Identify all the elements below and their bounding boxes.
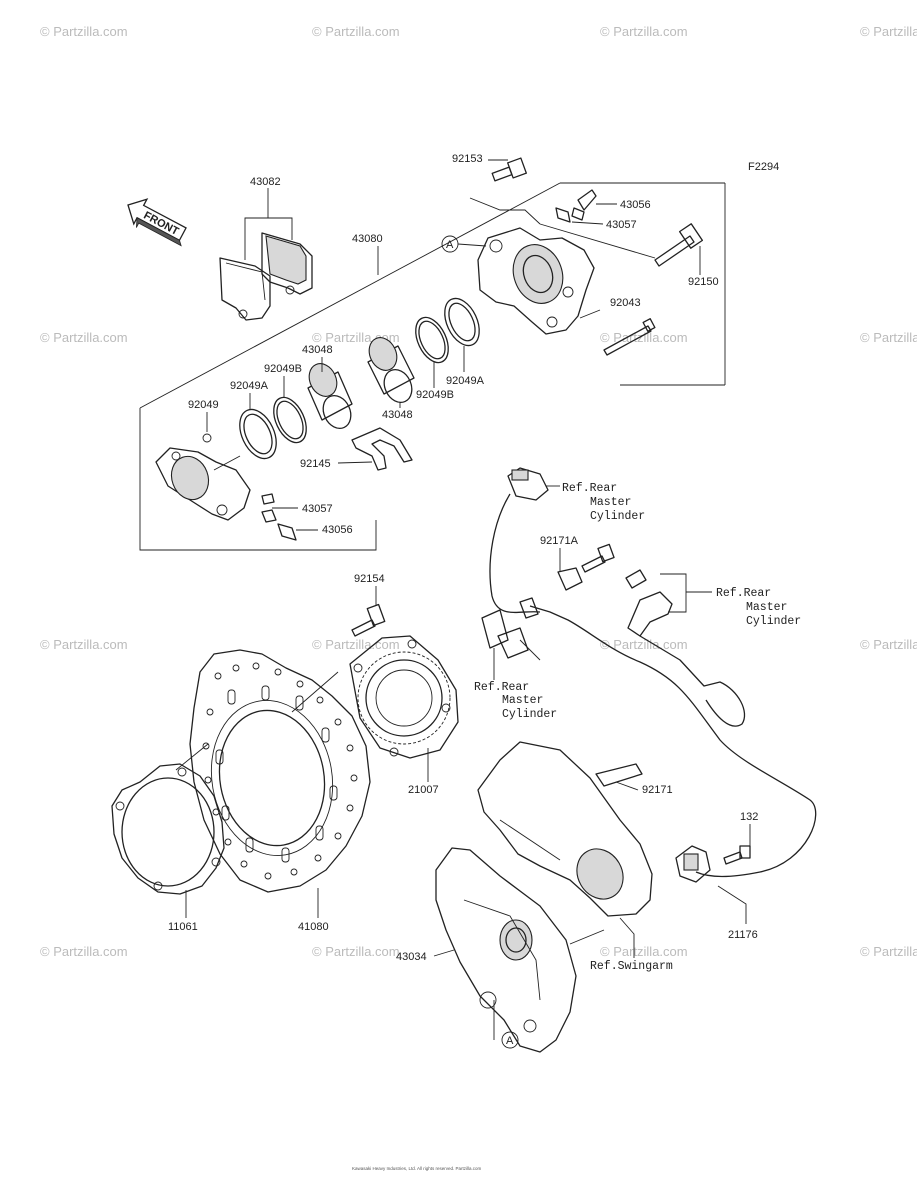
part-label-41080: 41080 [298, 921, 329, 933]
caliper-assembly-box [139, 182, 726, 551]
bolt-92153 [491, 157, 527, 182]
copyright-notice: Kawasaki Heavy Industries, Ltd. All righ… [352, 1166, 482, 1171]
ref-label-swingarm: Ref.Swingarm [590, 960, 673, 973]
part-label-92049a-lower: 92049A [230, 380, 269, 392]
brake-disc-41080 [189, 649, 371, 893]
watermark: © Partzilla.com [860, 24, 917, 39]
part-label-43082: 43082 [250, 176, 281, 188]
part-label-92171a: 92171A [540, 535, 579, 547]
reference-marker-a-label: A [446, 239, 454, 251]
seal-92049-small [202, 433, 212, 443]
bolt-92171a [557, 543, 615, 591]
sensor-rotor-21007 [349, 635, 459, 759]
seal-92049a-lower [239, 408, 277, 460]
part-label-92049a-upper: 92049A [446, 375, 485, 387]
caliper-bracket-43034 [435, 847, 577, 1053]
part-label-43080: 43080 [352, 233, 383, 245]
ref-label-master3-line3: Cylinder [746, 615, 801, 628]
watermark: © Partzilla.com [860, 637, 917, 652]
abs-harness-wire [489, 493, 541, 614]
watermark: © Partzilla.com [40, 637, 128, 652]
ref-label-master2-line1: Ref.Rear [474, 681, 529, 694]
watermark: © Partzilla.com [860, 330, 917, 345]
part-label-43057-top: 43057 [606, 219, 637, 231]
abs-sensor-21176 [675, 845, 711, 883]
part-label-43056-bottom: 43056 [322, 524, 353, 536]
watermark: © Partzilla.com [600, 24, 688, 39]
part-label-92049b-upper: 92049B [416, 389, 454, 401]
master-cylinder-joint [481, 609, 541, 661]
reference-marker-a-bottom [501, 1031, 519, 1049]
ref-label-master1-line1: Ref.Rear [562, 482, 617, 495]
ref-label-master1-line3: Cylinder [590, 510, 645, 523]
piston-43048-upper [367, 337, 415, 404]
part-label-92154: 92154 [354, 573, 385, 585]
ref-label-master3-line1: Ref.Rear [716, 587, 771, 600]
ref-label-master3-line2: Master [746, 601, 787, 614]
bolt-132 [723, 845, 751, 865]
bolt-92150 [654, 223, 704, 267]
seal-92049b-upper [415, 316, 449, 364]
brake-pads [219, 232, 313, 321]
watermark: © Partzilla.com [860, 944, 917, 959]
caliper-body-inner [155, 447, 251, 521]
watermarks: © Partzilla.com © Partzilla.com © Partzi… [40, 24, 917, 959]
part-label-43057-bottom: 43057 [302, 503, 333, 515]
part-label-43048-upper: 43048 [382, 409, 413, 421]
caliper-body-outer [477, 227, 595, 335]
figure-code: F2294 [748, 161, 779, 173]
swingarm-ref-part [477, 741, 653, 917]
part-label-43056-top: 43056 [620, 199, 651, 211]
hose-clamp-bracket [625, 569, 746, 727]
watermark: © Partzilla.com [312, 637, 400, 652]
part-label-92043: 92043 [610, 297, 641, 309]
part-label-92150: 92150 [688, 276, 719, 288]
seal-92049a-upper [444, 297, 480, 347]
watermark: © Partzilla.com [40, 330, 128, 345]
part-label-21007: 21007 [408, 784, 439, 796]
watermark: © Partzilla.com [600, 330, 688, 345]
gasket-11061 [111, 763, 225, 895]
watermark: © Partzilla.com [312, 24, 400, 39]
part-label-92153: 92153 [452, 153, 483, 165]
spring-92145 [351, 427, 413, 471]
ref-label-master2-line2: Master [502, 694, 543, 707]
clamp-92171 [595, 763, 643, 787]
watermark: © Partzilla.com [40, 24, 128, 39]
bolt-92154 [351, 603, 386, 637]
watermark: © Partzilla.com [600, 637, 688, 652]
part-label-43048-lower: 43048 [302, 344, 333, 356]
part-label-92145: 92145 [300, 458, 331, 470]
part-label-11061: 11061 [168, 921, 198, 933]
part-label-92171: 92171 [642, 784, 673, 796]
bleeder-valve-bottom [261, 493, 297, 541]
seal-92049b-lower [273, 396, 307, 444]
ref-label-master1-line2: Master [590, 496, 631, 509]
watermark: © Partzilla.com [600, 944, 688, 959]
part-label-21176: 21176 [728, 929, 758, 941]
reference-marker-a-bottom-label: A [506, 1035, 514, 1047]
watermark: © Partzilla.com [312, 944, 400, 959]
bleeder-valve-top [555, 189, 597, 223]
part-label-43034: 43034 [396, 951, 427, 963]
part-label-92049b-lower: 92049B [264, 363, 302, 375]
watermark: © Partzilla.com [40, 944, 128, 959]
abs-connector [507, 467, 549, 501]
piston-43048-lower [307, 363, 353, 430]
ref-label-master2-line3: Cylinder [502, 708, 557, 721]
brake-hose-sensor-line [529, 605, 817, 878]
part-label-92049: 92049 [188, 399, 219, 411]
pin-92043 [603, 318, 656, 356]
part-label-132: 132 [740, 811, 758, 823]
front-arrow-icon: FRONT [127, 198, 187, 247]
